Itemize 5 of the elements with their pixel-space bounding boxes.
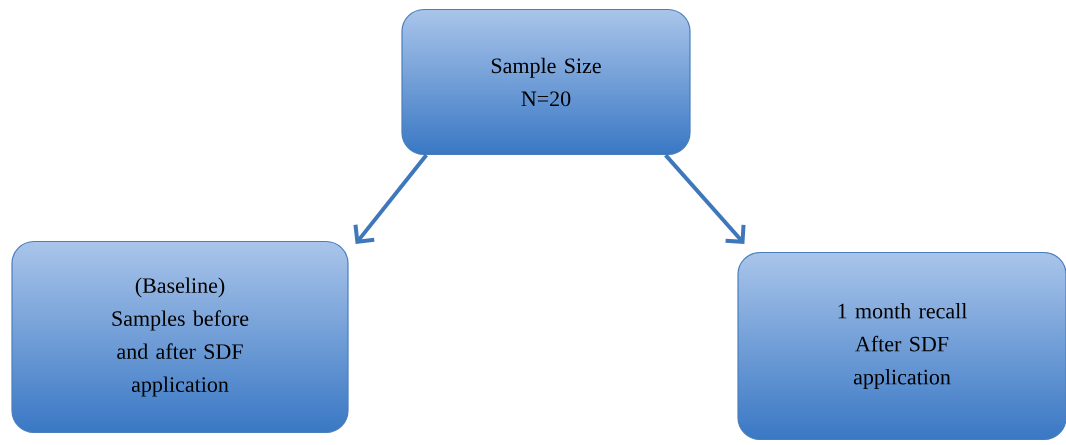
arrow [664,153,746,244]
process-box: (Baseline) Samples before and after SDF application [11,240,349,434]
process-box: 1 month recall After SDF application [737,251,1066,441]
process-box: Sample Size N=20 [401,8,691,156]
arrow [353,153,428,244]
